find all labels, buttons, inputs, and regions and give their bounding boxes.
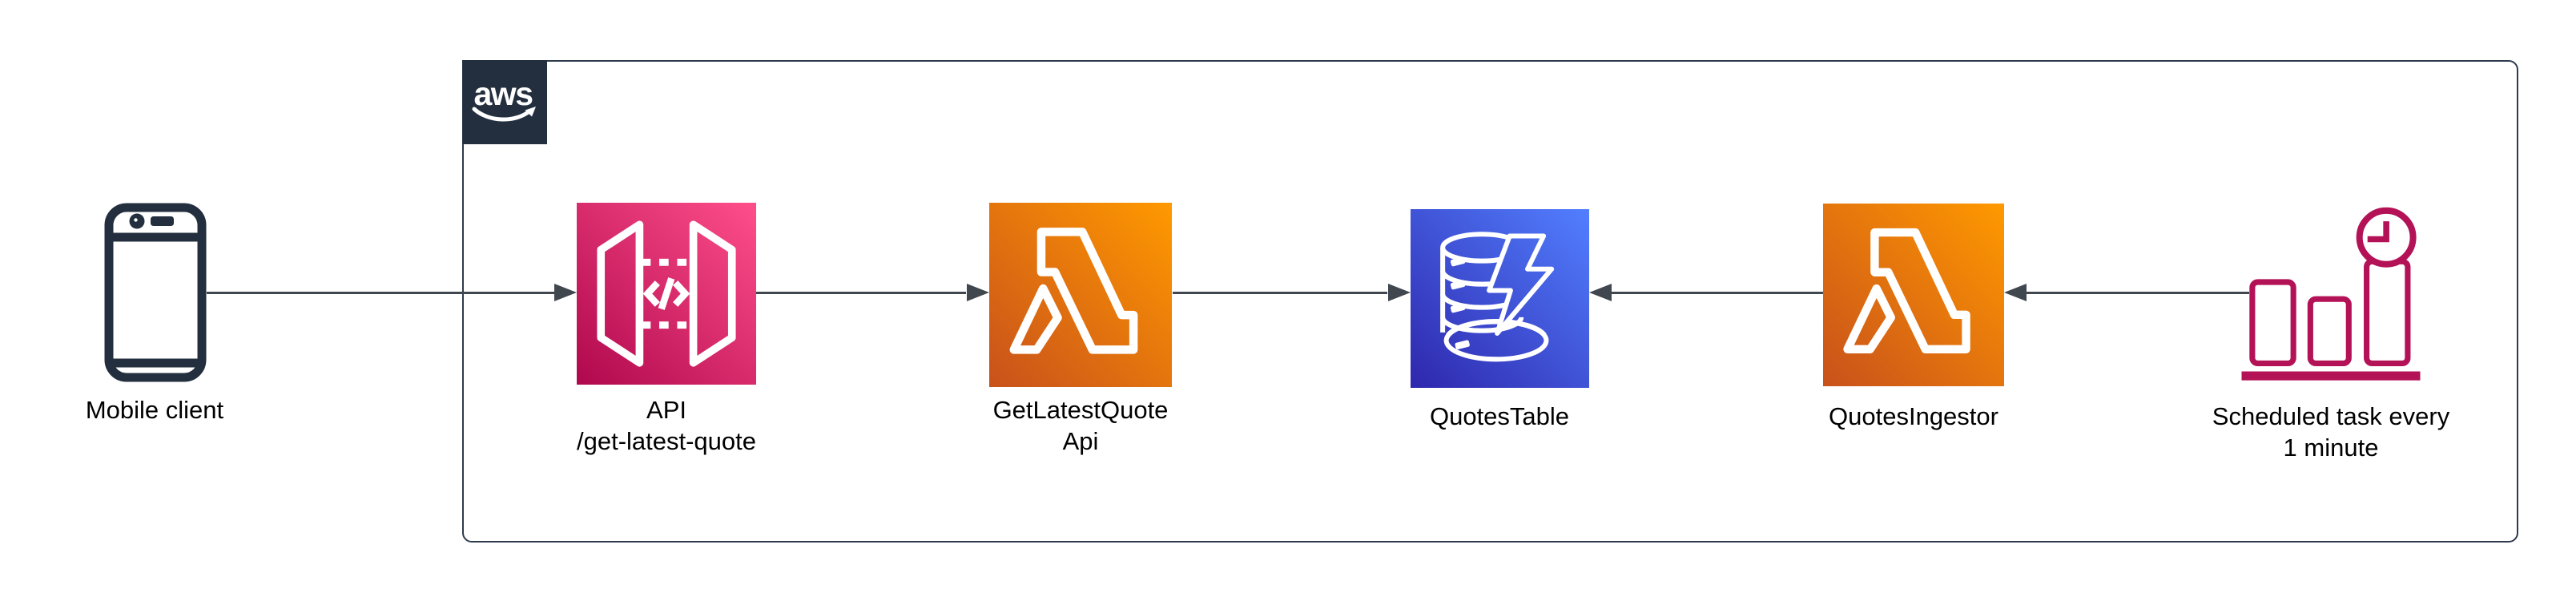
api-gateway-node [577,203,756,385]
arrowhead-icon [554,284,577,301]
label-line: Mobile client [85,396,224,424]
aws-logo-text: aws [474,75,533,112]
arrowhead-icon [1589,284,1612,301]
aws-lambda-icon [1843,228,1970,353]
get-latest-quote-lambda-node [989,203,1172,387]
amazon-api-gateway-icon [597,220,736,367]
label-line: Scheduled task every [2212,402,2450,430]
arrowhead-icon [967,284,989,301]
aws-logo-icon: aws [462,60,547,144]
amazon-dynamodb-icon [1411,209,1589,388]
edge-api-to-getlatestquote [756,292,966,294]
get-latest-quote-label: GetLatestQuote Api [920,394,1241,457]
scheduled-task-label: Scheduled task every 1 minute [2171,401,2491,463]
edge-scheduledtask-to-quotesingestor [2026,292,2249,294]
label-line: API [646,396,686,424]
aws-cloud-boundary [462,60,2518,543]
label-line: 1 minute [2283,434,2379,462]
edge-mobile-to-api [207,292,554,294]
label-line: QuotesTable [1429,402,1570,430]
quotes-table-label: QuotesTable [1339,401,1660,432]
aws-lambda-icon [1009,228,1138,354]
quotes-ingestor-lambda-node [1823,204,2004,386]
arrowhead-icon [2004,284,2027,301]
label-line: GetLatestQuote [992,396,1169,424]
mobile-client-label: Mobile client [0,394,315,426]
edge-getlatestquote-to-quotestable [1173,292,1387,294]
label-line: Api [1062,427,1099,455]
label-line: /get-latest-quote [576,427,757,455]
edge-quotesingestor-to-quotestable [1611,292,1823,294]
quotes-table-node [1411,206,1589,391]
arrowhead-icon [1388,284,1411,301]
api-gateway-label: API /get-latest-quote [506,394,827,457]
scheduled-task-clock-bars-icon [2241,207,2421,381]
quotes-ingestor-label: QuotesIngestor [1753,401,2074,432]
mobile-phone-icon [104,203,207,382]
label-line: QuotesIngestor [1829,402,1998,430]
